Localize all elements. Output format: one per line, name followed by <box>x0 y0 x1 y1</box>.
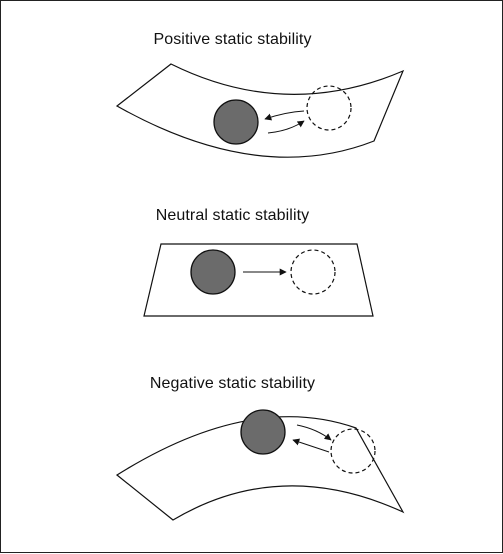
positive-stability-panel <box>115 63 405 158</box>
negative-displaced-ball <box>330 428 376 474</box>
neutral-stability-title: Neutral static stability <box>155 207 310 224</box>
negative-hump-surface <box>115 416 405 521</box>
positive-bowl-surface <box>115 63 405 158</box>
negative-stability-title: Negative static stability <box>149 375 316 392</box>
negative-ball <box>240 409 286 455</box>
negative-arrow-away <box>292 438 330 453</box>
negative-stability-panel <box>115 409 405 521</box>
neutral-displaced-ball <box>290 249 336 295</box>
positive-displaced-ball <box>306 85 352 131</box>
positive-stability-title: Positive static stability <box>153 31 312 48</box>
positive-ball <box>213 99 259 145</box>
neutral-ball <box>190 249 236 295</box>
positive-arrow-return <box>264 110 305 121</box>
positive-arrow-out <box>267 120 305 134</box>
neutral-flat-surface <box>143 243 374 317</box>
neutral-stability-panel <box>143 243 374 317</box>
negative-arrow-out <box>296 424 332 441</box>
